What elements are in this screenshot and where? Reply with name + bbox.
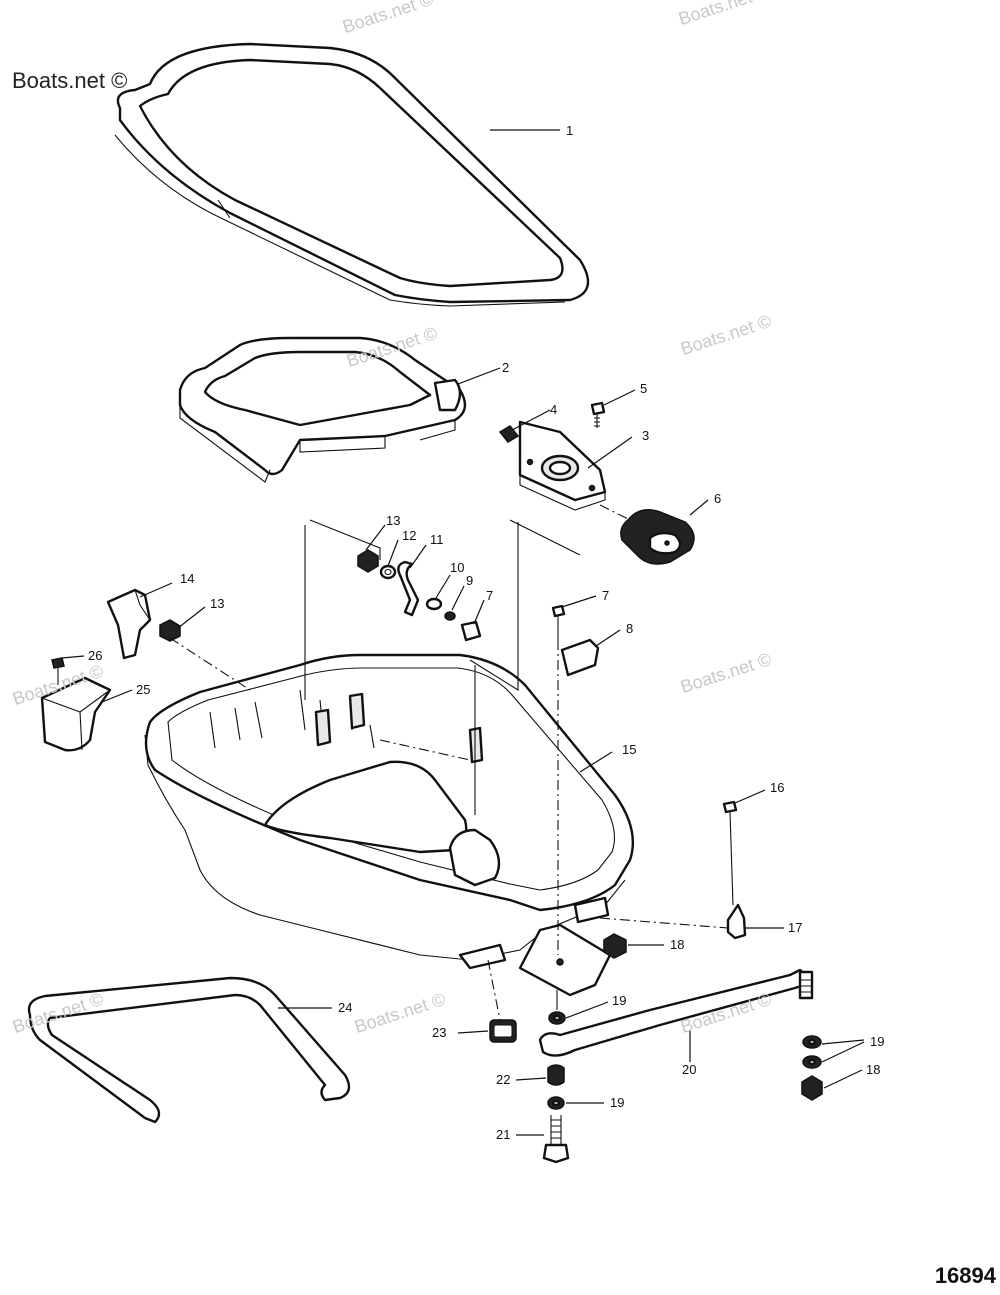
callout-9: 9 [466, 573, 473, 588]
callout-7b: 7 [602, 588, 609, 603]
callout-6: 6 [714, 491, 721, 506]
assembly-lines [169, 504, 729, 1021]
part-5-screw [590, 401, 606, 428]
callout-1: 1 [566, 123, 573, 138]
callout-19c: 19 [610, 1095, 624, 1110]
callout-26: 26 [88, 648, 102, 663]
part-20-rod [538, 968, 814, 1057]
callout-16: 16 [770, 780, 784, 795]
callout-20: 20 [682, 1062, 696, 1077]
callouts: 1 2 3 4 5 6 7 7 8 9 10 11 12 13 13 14 15… [88, 123, 884, 1142]
part-15-bottom-cowl [144, 653, 634, 997]
callout-4: 4 [550, 402, 557, 417]
callout-24: 24 [338, 1000, 352, 1015]
callout-18a: 18 [670, 937, 684, 952]
part-16-screw [722, 800, 738, 906]
part-13-nut [357, 549, 379, 573]
part-13b-nut [159, 619, 181, 642]
part-1-top-seal [114, 42, 590, 307]
part-21-bolt [542, 1115, 570, 1164]
part-19b-washers [802, 1035, 822, 1069]
callout-12: 12 [402, 528, 416, 543]
callout-7a: 7 [486, 588, 493, 603]
part-19a-washer [548, 1011, 566, 1025]
part-19c-washer [547, 1096, 565, 1110]
part-14-latch-lever [106, 588, 152, 660]
callout-13a: 13 [386, 513, 400, 528]
callout-22: 22 [496, 1072, 510, 1087]
callout-25: 25 [136, 682, 150, 697]
callout-14: 14 [180, 571, 194, 586]
part-3-bracket [518, 420, 607, 511]
part-11-latch-hook [397, 560, 420, 617]
callout-21: 21 [496, 1127, 510, 1142]
callout-5: 5 [640, 381, 647, 396]
part-7-screw [460, 620, 482, 642]
callout-19b: 19 [870, 1034, 884, 1049]
part-2-seal-frame [178, 336, 467, 483]
watermark-main: Boats.net © [12, 68, 128, 93]
part-4-screw [498, 425, 520, 443]
part-7b-screw [551, 604, 566, 640]
part-25-cover [40, 676, 112, 752]
part-24-handle [27, 976, 351, 1124]
callout-2: 2 [502, 360, 509, 375]
part-9-washer [444, 611, 456, 621]
part-6-grommet [620, 509, 695, 565]
callout-10: 10 [450, 560, 464, 575]
callout-15: 15 [622, 742, 636, 757]
callout-19a: 19 [612, 993, 626, 1008]
callout-3: 3 [642, 428, 649, 443]
callout-11: 11 [430, 532, 444, 547]
part-10-washer [425, 597, 443, 611]
part-18-nut [603, 933, 627, 959]
figure-number: 16894 [934, 1263, 996, 1288]
part-12-washer [379, 564, 397, 580]
callout-8: 8 [626, 621, 633, 636]
part-22-bushing [547, 1064, 565, 1086]
leader-lines [61, 129, 865, 1136]
part-23-decal [489, 1019, 517, 1043]
part-17-link [726, 903, 747, 940]
callout-18b: 18 [866, 1062, 880, 1077]
callout-17: 17 [788, 920, 802, 935]
part-26-screw [51, 657, 65, 685]
part-18b-nut [801, 1075, 823, 1101]
callout-13b: 13 [210, 596, 224, 611]
part-8-clip [560, 638, 600, 677]
callout-23: 23 [432, 1025, 446, 1040]
